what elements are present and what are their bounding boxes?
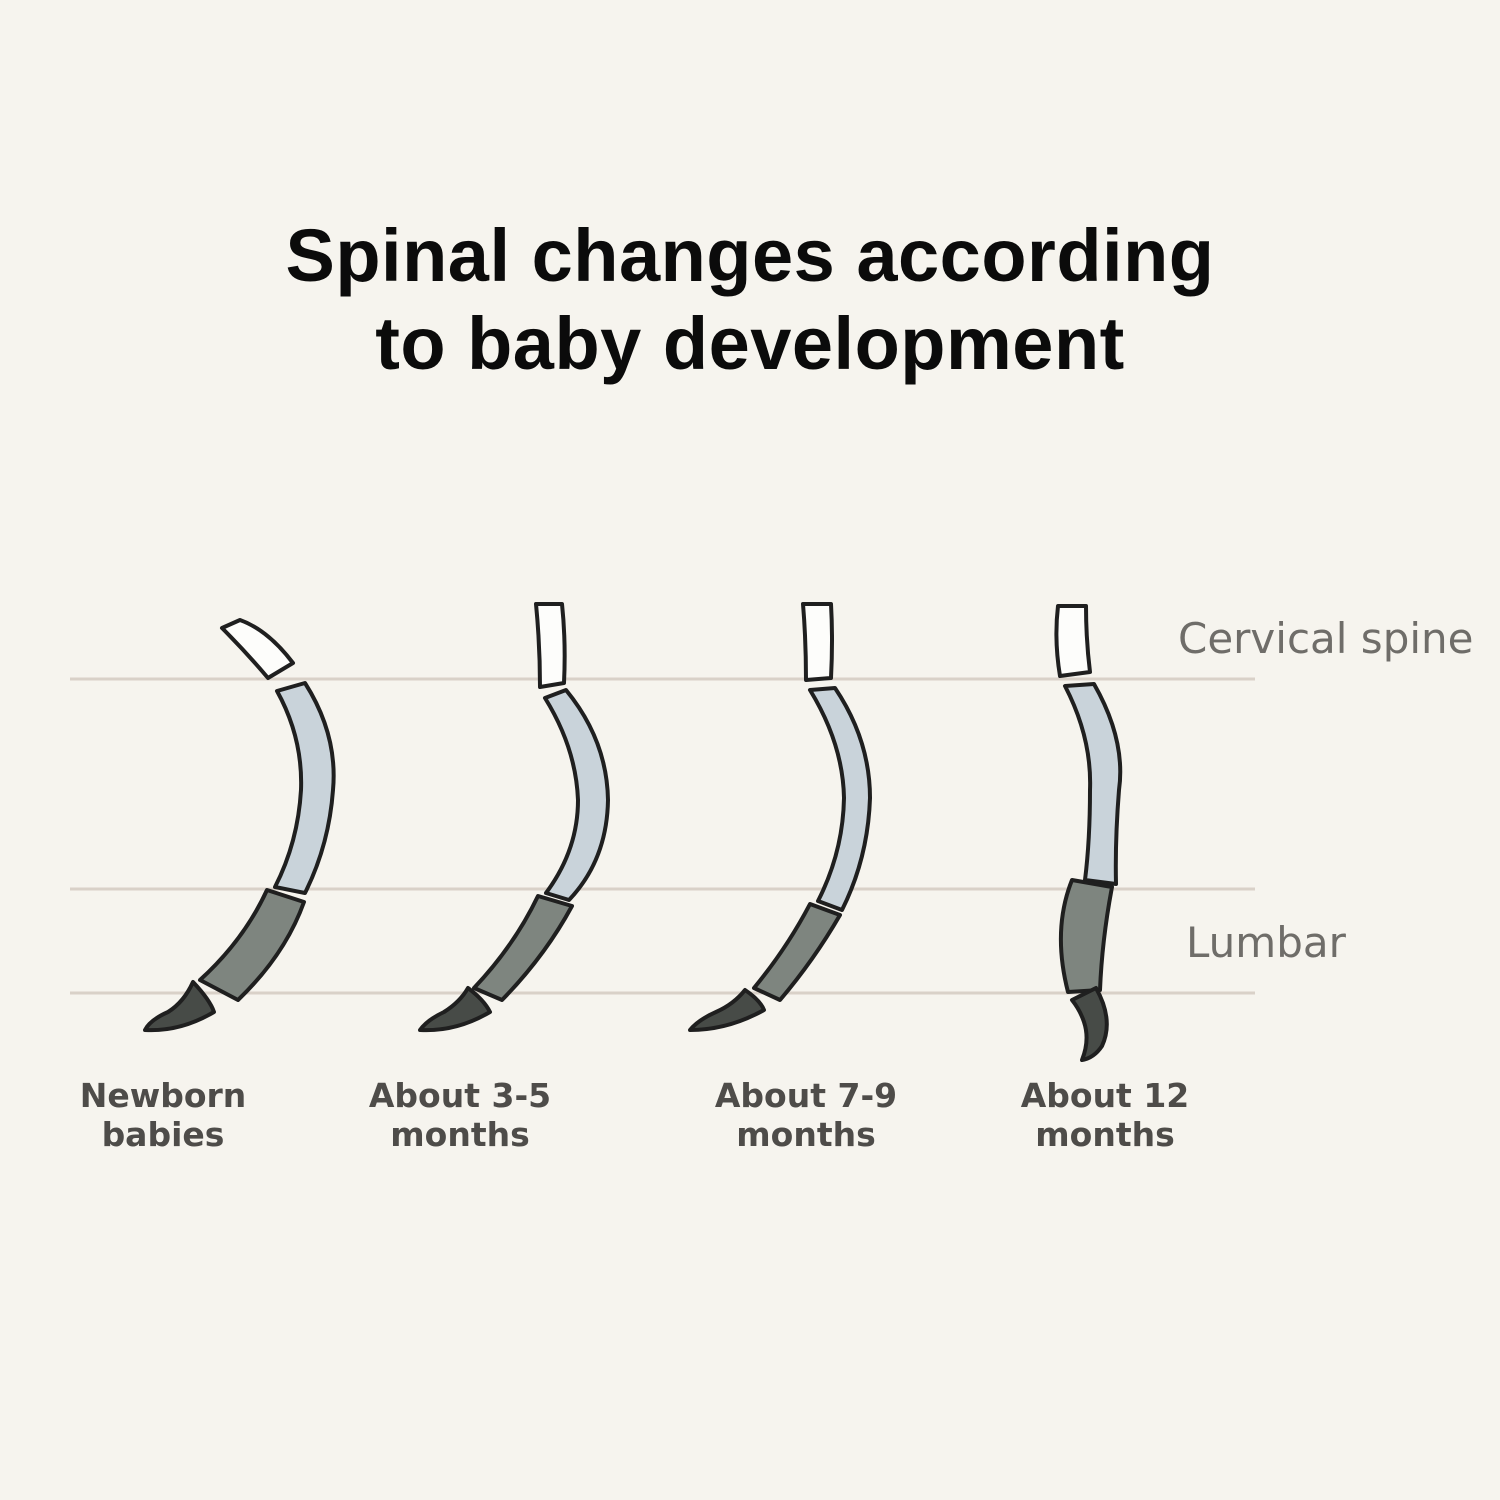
cervical-segment bbox=[1054, 604, 1092, 678]
title-line-1: Spinal changes according bbox=[285, 214, 1215, 297]
stage-label-line-2: months bbox=[736, 1115, 876, 1154]
sacral-segment bbox=[688, 988, 766, 1032]
stage-label-newborn: Newborn babies bbox=[43, 1076, 283, 1154]
cervical-segment bbox=[534, 602, 567, 689]
thoracic-segment bbox=[808, 686, 872, 912]
spine-3-5-months bbox=[418, 602, 610, 1033]
lumbar-segment bbox=[198, 888, 306, 1002]
sacral-segment bbox=[143, 980, 216, 1033]
page-title: Spinal changes according to baby develop… bbox=[0, 212, 1500, 388]
stage-label-12-months: About 12 months bbox=[985, 1076, 1225, 1154]
cervical-segment bbox=[801, 602, 834, 682]
sacral-segment bbox=[418, 986, 492, 1033]
thoracic-segment bbox=[1063, 682, 1123, 886]
lumbar-segment bbox=[752, 902, 842, 1002]
stage-label-line-1: About 7-9 bbox=[714, 1076, 898, 1115]
spine-7-9-months bbox=[688, 602, 872, 1032]
stage-label-line-2: babies bbox=[101, 1115, 225, 1154]
lumbar-segment bbox=[1058, 878, 1114, 994]
spine-newborn bbox=[143, 618, 336, 1033]
stage-label-line-2: months bbox=[1035, 1115, 1175, 1154]
stage-label-line-1: About 3-5 bbox=[368, 1076, 552, 1115]
thoracic-segment bbox=[543, 688, 610, 902]
stage-label-line-1: About 12 bbox=[1020, 1076, 1190, 1115]
spine-12-months bbox=[1054, 604, 1123, 1062]
thoracic-segment bbox=[273, 681, 336, 895]
cervical-segment bbox=[220, 618, 295, 680]
stage-label-3-5-months: About 3-5 months bbox=[340, 1076, 580, 1154]
sacral-segment bbox=[1070, 986, 1109, 1062]
cervical-spine-label: Cervical spine bbox=[1178, 614, 1474, 663]
stage-label-7-9-months: About 7-9 months bbox=[686, 1076, 926, 1154]
stage-label-line-2: months bbox=[390, 1115, 530, 1154]
lumbar-label: Lumbar bbox=[1186, 918, 1346, 967]
stage-label-line-1: Newborn bbox=[79, 1076, 247, 1115]
title-line-2: to baby development bbox=[375, 302, 1125, 385]
lumbar-segment bbox=[472, 894, 574, 1002]
